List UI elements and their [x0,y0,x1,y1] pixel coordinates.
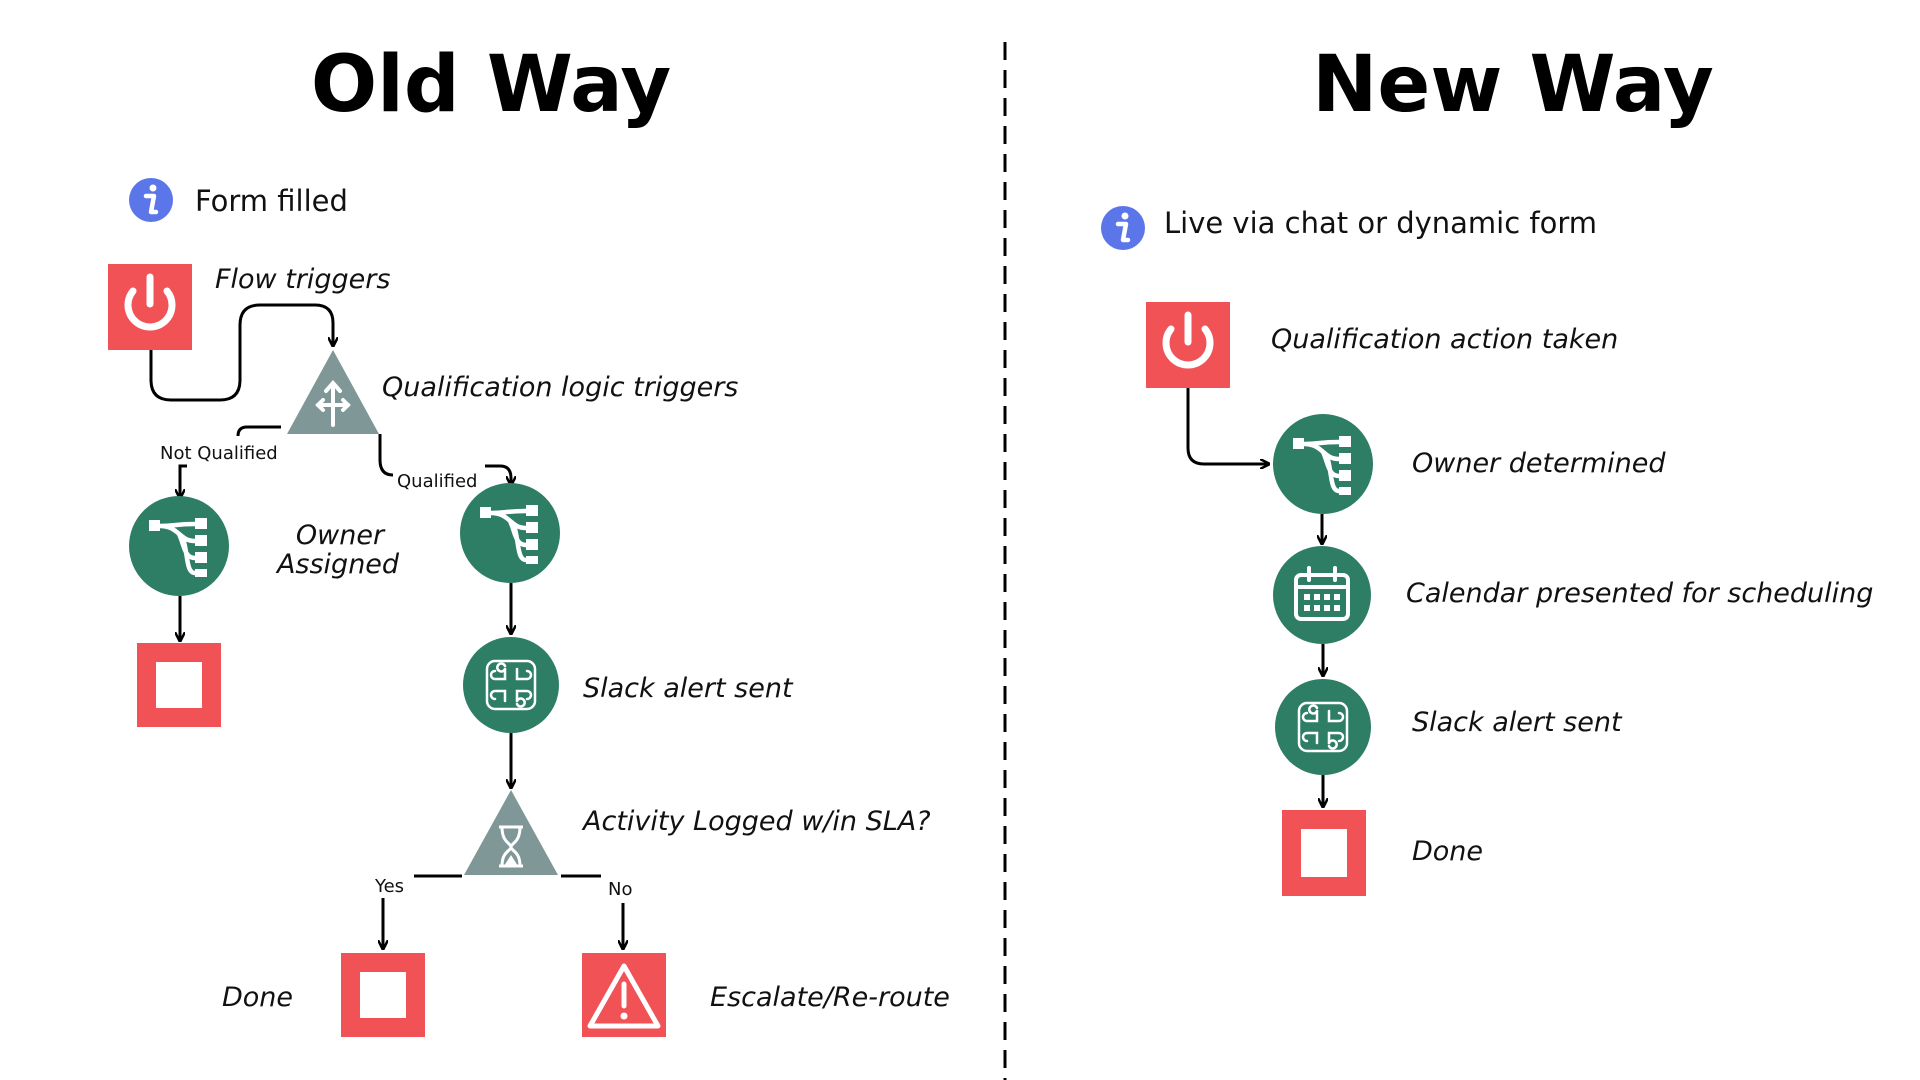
sla-question-label: Activity Logged w/in SLA? [583,806,931,837]
power-icon [1146,302,1230,388]
hierarchy-icon [129,496,229,596]
warning-icon [582,953,666,1037]
owner-assigned-label-line2: Assigned [276,549,400,580]
yes-label: Yes [375,876,405,897]
old-way-title: Old Way [310,40,672,130]
slack-icon [463,637,559,733]
no-label: No [608,879,633,900]
calendar-label: Calendar presented for scheduling [1406,578,1874,609]
info-icon [1101,206,1145,250]
hourglass-icon [464,790,558,875]
qualified-connector-top [378,434,394,477]
old-done-label: Done [222,982,294,1013]
not-qualified-connector [180,464,187,497]
trigger-to-owner-connector [1186,388,1268,464]
flow-triggers-label: Flow triggers [215,264,391,295]
new-way-info-text: Live via chat or dynamic form [1164,206,1598,240]
new-way-title: New Way [1312,40,1714,130]
slack-alert-label: Slack alert sent [583,673,793,704]
trigger-to-decision-connector [149,303,333,402]
new-slack-alert-label: Slack alert sent [1412,707,1622,738]
old-way-info-text: Form filled [195,184,348,218]
qualification-action-label: Qualification action taken [1271,324,1619,355]
not-qualified-label: Not Qualified [160,443,278,464]
slack-icon [1275,679,1371,775]
calendar-icon [1273,546,1371,644]
stop-icon [1282,810,1366,896]
owner-determined-label: Owner determined [1412,448,1666,479]
qualified-connector [485,464,511,484]
qualification-logic-label: Qualification logic triggers [382,372,739,403]
owner-assigned-label-line1: Owner [295,520,385,551]
hierarchy-icon [460,483,560,583]
stop-icon [137,643,221,727]
escalate-label: Escalate/Re-route [710,982,950,1013]
hierarchy-icon [1273,414,1373,514]
power-icon [108,264,192,350]
qualified-label: Qualified [397,471,478,492]
routing-icon [287,350,379,434]
stop-icon [341,953,425,1037]
info-icon [129,178,173,222]
not-qualified-connector-top [236,425,281,437]
new-done-label: Done [1412,836,1484,867]
